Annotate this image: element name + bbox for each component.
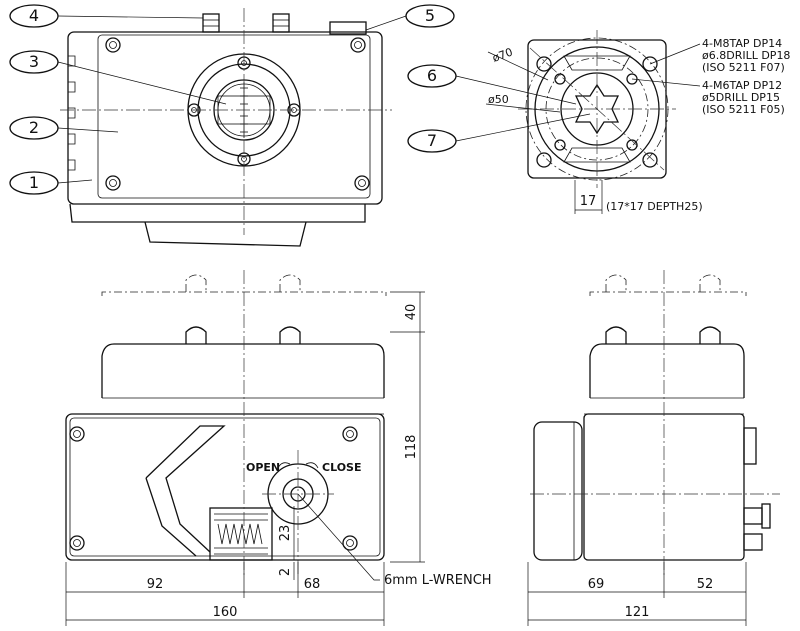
d70-leader xyxy=(487,51,549,81)
front-view-connector xyxy=(209,507,273,561)
front-view-upper-housing xyxy=(101,343,385,398)
d50-label: ø50 xyxy=(488,93,509,106)
m8-note-line3: (ISO 5211 F07) xyxy=(702,61,785,74)
svg-text:2: 2 xyxy=(29,118,39,137)
m6-leader xyxy=(631,78,701,87)
m6-note-line3: (ISO 5211 F05) xyxy=(702,103,785,116)
open-label: OPEN xyxy=(246,461,280,474)
dim-68: 68 xyxy=(304,577,321,592)
side-view-phantom-top xyxy=(589,291,747,296)
balloons: 4 5 3 2 1 6 7 xyxy=(9,4,591,195)
balloon-7: 7 xyxy=(407,113,591,153)
front-view-rib xyxy=(145,425,226,553)
svg-text:4: 4 xyxy=(29,6,39,25)
star-drive-socket xyxy=(574,83,620,135)
balloon-6: 6 xyxy=(407,64,577,105)
m8-leader xyxy=(649,43,701,65)
m8-holes xyxy=(536,56,658,168)
svg-text:1: 1 xyxy=(29,173,39,192)
close-label: CLOSE xyxy=(322,461,361,474)
dim-69: 69 xyxy=(588,577,605,592)
flange-view xyxy=(485,30,701,214)
balloon-4: 4 xyxy=(9,4,204,28)
svg-text:3: 3 xyxy=(29,52,39,71)
dim-40: 40 xyxy=(404,304,419,321)
svg-text:6: 6 xyxy=(427,66,437,85)
side-view xyxy=(527,270,780,626)
top-view-lid xyxy=(97,34,371,199)
m6-holes xyxy=(554,73,638,151)
d70-label: ø70 xyxy=(491,46,515,65)
top-view-fins xyxy=(68,55,76,171)
dim-92: 92 xyxy=(147,577,164,592)
dim-23: 23 xyxy=(278,525,293,542)
wrench-note: 6mm L-WRENCH xyxy=(384,573,492,588)
direction-arrows xyxy=(277,462,319,469)
side-view-upper-housing xyxy=(589,343,745,398)
m8-note-line1: 4-M8TAP DP14 xyxy=(702,37,782,50)
dim-121: 121 xyxy=(625,605,650,620)
m6-note-line1: 4-M6TAP DP12 xyxy=(702,79,782,92)
front-view-phantom-lugs xyxy=(185,274,301,292)
front-view-lower-housing xyxy=(65,413,385,561)
top-view xyxy=(60,8,392,247)
front-view xyxy=(65,270,425,626)
side-view-port xyxy=(743,427,757,465)
dim-52: 52 xyxy=(697,577,714,592)
d50-leader xyxy=(485,103,561,113)
flange-slot-top xyxy=(563,55,631,71)
front-view-corner-screws xyxy=(69,426,358,551)
top-view-corner-screws xyxy=(105,37,370,191)
top-view-base xyxy=(69,203,366,223)
top-view-cable-glands xyxy=(202,13,367,35)
balloon-3: 3 xyxy=(9,50,227,105)
side-view-override-cap xyxy=(533,421,583,561)
m8-note-line2: ø6.8DRILL DP18 xyxy=(702,49,790,62)
dim-118: 118 xyxy=(404,435,419,460)
front-view-lugs xyxy=(185,326,301,344)
svg-text:7: 7 xyxy=(427,131,437,150)
wrench-leader xyxy=(297,493,380,581)
dim-160: 160 xyxy=(213,605,238,620)
square-note: (17*17 DEPTH25) xyxy=(606,200,703,213)
dim-2: 2 xyxy=(278,568,293,576)
svg-text:5: 5 xyxy=(425,6,435,25)
m6-note-line2: ø5DRILL DP15 xyxy=(702,91,780,104)
flange-slot-bottom xyxy=(563,147,631,163)
notes: 4-M8TAP DP14 ø6.8DRILL DP18 (ISO 5211 F0… xyxy=(246,37,790,588)
pcd-50-circle xyxy=(545,57,649,161)
dim-17: 17 xyxy=(580,194,597,209)
side-view-gland xyxy=(743,503,771,551)
balloon-2: 2 xyxy=(9,116,119,140)
balloon-5: 5 xyxy=(365,4,455,31)
balloon-1: 1 xyxy=(9,171,93,195)
top-view-foot xyxy=(144,221,307,247)
dimension-labels: 17 40 118 23 2 92 68 160 69 52 121 xyxy=(147,194,714,620)
